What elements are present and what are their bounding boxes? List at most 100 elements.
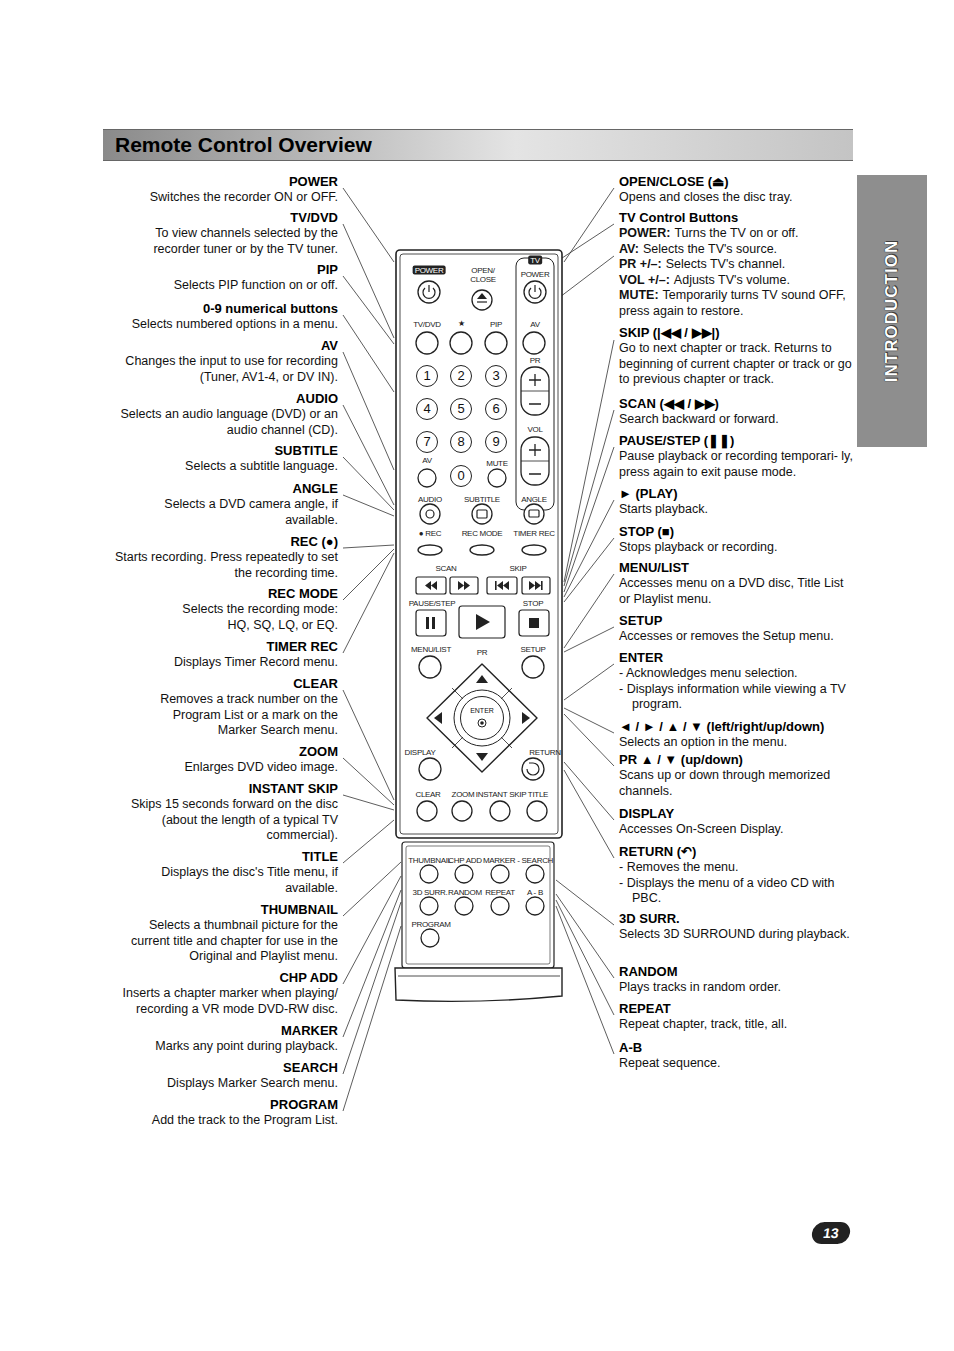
callout-description: Selects numbered options in a menu.: [118, 317, 338, 333]
callout-description: Go to next chapter or track. Returns to …: [619, 341, 857, 388]
button-caption: POWER: [521, 270, 550, 279]
node-text: 13: [822, 1225, 840, 1241]
node-text: INTRODUCTION: [882, 240, 902, 382]
drawing-path: [343, 553, 394, 653]
callout-description: Starts playback.: [619, 502, 857, 518]
number-button: 7: [416, 431, 438, 453]
node-text: 0: [457, 469, 464, 483]
callout-description: Removes a track number on the Program Li…: [147, 692, 338, 739]
leader-lines: [343, 188, 614, 1111]
description-line: AV:Selects the TV's source.: [619, 242, 857, 258]
title-text: Remote Control Overview: [103, 130, 853, 160]
button-caption: SKIP: [509, 564, 526, 573]
callout-heading: PR ▲ / ▼ (up/down): [619, 752, 857, 768]
button-name: PR +/–:: [619, 257, 662, 271]
drawing-path: [343, 545, 394, 548]
description-line: MUTE:Temporarily turns TV sound OFF, pre…: [619, 288, 857, 319]
drawing-circle: [488, 469, 506, 487]
callout-description: Displays Timer Record menu.: [164, 655, 338, 671]
callout-heading: SEARCH: [156, 1060, 338, 1076]
callout-group: MENU/LISTAccesses menu on a DVD disc, Ti…: [619, 560, 857, 607]
button-caption: TV/DVD: [413, 320, 441, 329]
button-caption: REC MODE: [462, 529, 503, 538]
button-caption: PIP: [490, 320, 502, 329]
drawing-path: [521, 461, 549, 462]
drawing-circle: [421, 929, 439, 947]
drawing-circle: [522, 758, 544, 780]
drawing-rect: [541, 581, 543, 590]
node-text: 2: [457, 369, 464, 383]
callout-description: Selects an option in the menu.: [619, 735, 857, 751]
button-caption: POWER: [413, 266, 446, 275]
drawing-circle: [472, 290, 492, 310]
drawing-path: [476, 675, 488, 683]
button-caption: REPEAT: [485, 888, 515, 897]
callout-description: Selects TV's channel.: [666, 257, 786, 271]
callout-heading: MARKER: [144, 1023, 338, 1039]
drawing-path: [427, 664, 537, 772]
drawing-path: [476, 614, 490, 630]
button-caption: ANGLE: [521, 495, 547, 504]
callout-group: REC MODESelects the recording mode: HQ, …: [171, 586, 338, 633]
number-button: 4: [416, 398, 438, 420]
callout-heading: CLEAR: [147, 676, 338, 692]
callout-description: Opens and closes the disc tray.: [619, 190, 857, 206]
drawing-path: [428, 285, 429, 292]
button-caption: TV: [528, 256, 542, 265]
bullet-item: - Displays information while viewing a T…: [619, 682, 857, 713]
drawing-path: [343, 224, 394, 338]
description-line: VOL +/–:Adjusts TV's volume.: [619, 273, 857, 289]
callout-heading: ZOOM: [173, 744, 338, 760]
callout-description: Changes the input to use for recording (…: [111, 354, 338, 385]
drawing-path: [556, 894, 614, 978]
callout-group: SKIP (|◀◀ / ▶▶|)Go to next chapter or tr…: [619, 325, 857, 388]
callout-group: ANGLESelects a DVD camera angle, if avai…: [162, 481, 338, 528]
drawing-path: [452, 688, 512, 748]
button-caption: SCAN: [435, 564, 456, 573]
callout-description: Accesses On-Screen Display.: [619, 822, 857, 838]
drawing-circle: [526, 897, 544, 915]
drawing-circle: [527, 801, 547, 821]
drawing-circle: [418, 469, 436, 487]
drawing-circle: [490, 801, 510, 821]
callout-description: Repeat chapter, track, title, all.: [619, 1017, 857, 1033]
button-caption: OPEN/ CLOSE: [468, 266, 498, 284]
drawing-rect: [400, 254, 558, 834]
drawing-circle: [491, 865, 509, 883]
drawing-rect: [495, 581, 497, 590]
drawing-circle: [455, 897, 473, 915]
callout-description: Pause playback or recording temporari- l…: [619, 449, 857, 480]
callout-heading: CHP ADD: [109, 970, 338, 986]
callout-heading: ENTER: [619, 650, 857, 666]
drawing-circle: [485, 332, 507, 354]
title-band: Remote Control Overview: [103, 129, 853, 161]
callout-description: Switches the recorder ON or OFF.: [137, 190, 338, 206]
button-caption: CHP ADD: [448, 856, 481, 865]
node-text: ENTER: [461, 707, 503, 715]
button-caption: AV: [530, 320, 539, 329]
drawing-circle: [417, 801, 437, 821]
button-caption: PR: [530, 356, 541, 365]
enter-button: ENTER: [460, 696, 504, 740]
drawing-path: [529, 374, 541, 404]
number-button: 0: [450, 465, 472, 487]
description-line: PR +/–: Selects TV's channel.: [619, 257, 857, 273]
enter-dot: [460, 696, 504, 740]
drawing-path: [564, 188, 614, 262]
drawing-path: [564, 627, 614, 652]
callout-description: Selects an audio language (DVD) or an au…: [106, 407, 338, 438]
drawing-circle: [419, 656, 441, 678]
callout-group: MARKERMarks any point during playback.: [144, 1023, 338, 1055]
button-caption: RETURN: [529, 748, 561, 757]
button-caption: STOP: [523, 599, 543, 608]
callout-description: Displays the disc's Title menu, if avail…: [148, 865, 338, 896]
callout-group: CHP ADDInserts a chapter marker when pla…: [109, 970, 338, 1017]
callout-group: STOP (■)Stops playback or recording.: [619, 524, 857, 556]
drawing-path: [556, 256, 614, 300]
description-line: POWER:Turns the TV on or off.: [619, 226, 857, 242]
callout-heading: PROGRAM: [139, 1097, 338, 1113]
button-caption: DISPLAY: [404, 748, 435, 757]
node-text: 9: [492, 435, 499, 449]
drawing-path: [343, 890, 401, 1037]
drawing-rect: [426, 617, 429, 629]
